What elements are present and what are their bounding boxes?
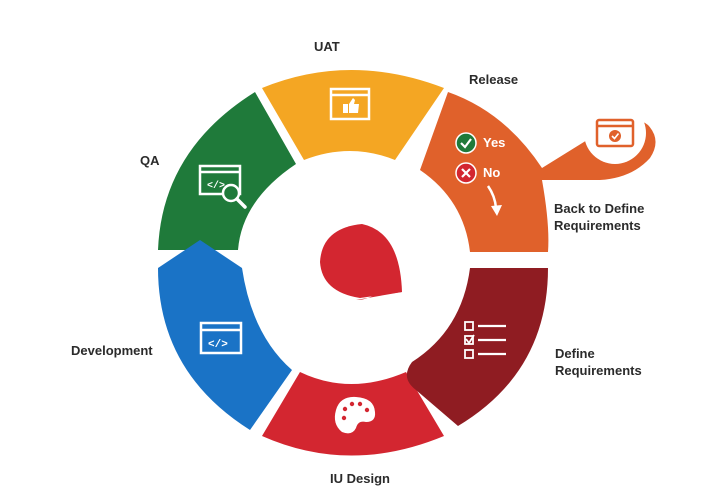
decision-no-label: No [483,165,501,180]
code-magnifier-icon: </> [198,164,247,209]
define-requirements-segment [406,268,548,426]
define-requirements-line1: Define [555,346,595,361]
browser-check-icon [595,118,635,148]
close-icon [461,168,471,178]
stage-label-iu-design: IU Design [330,471,390,486]
stage-label-uat: UAT [314,39,340,54]
stage-label-development: Development [71,343,153,358]
decision-yes-label: Yes [483,135,506,150]
svg-text:</>: </> [208,339,228,351]
browser-thumbs-up-icon [329,87,371,121]
no-arrow [486,185,502,216]
code-window-icon: </> [199,321,243,355]
checklist-icon [464,321,506,359]
stage-label-qa: QA [140,153,160,168]
yes-badge [455,132,477,154]
release-segment [420,92,656,252]
back-to-define-line1: Back to Define [554,201,645,216]
define-requirements-line2: Requirements [555,363,642,378]
stage-label-release: Release [469,72,519,87]
center-drop-body [320,224,402,298]
check-icon [460,138,472,149]
stage-label-define-requirements: Define Requirements [555,345,642,379]
uat-segment [262,70,444,160]
yes-arrow [518,127,547,137]
svg-text:</>: </> [207,180,225,192]
paint-palette-icon [334,396,376,434]
development-segment [158,240,292,430]
back-to-define-line2: Requirements [554,218,641,233]
stage-label-back-to-define: Back to Define Requirements [554,200,644,234]
